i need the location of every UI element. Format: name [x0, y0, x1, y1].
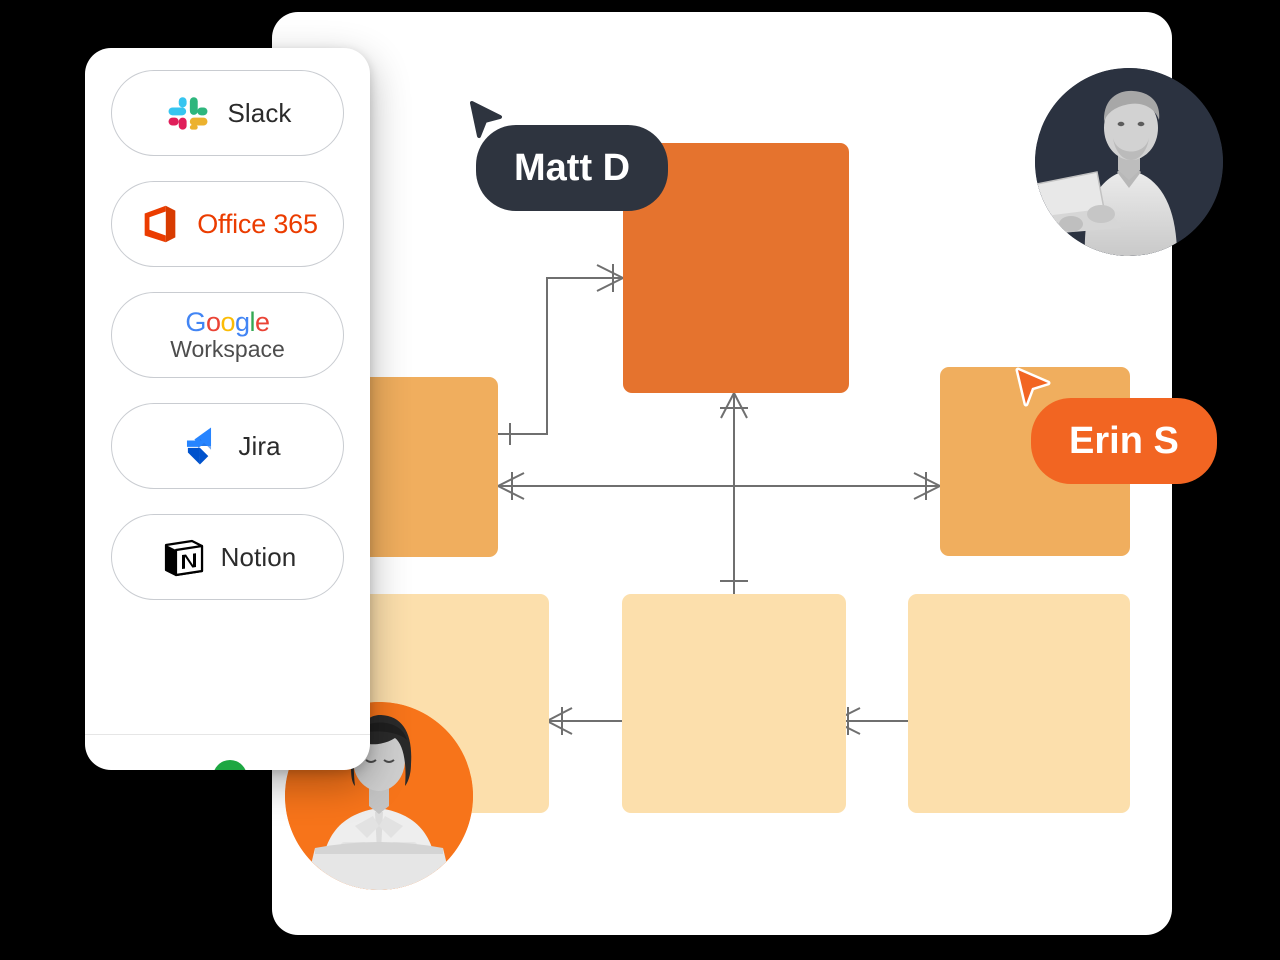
person-with-laptop-photo [1035, 68, 1223, 256]
edge-bottomleft-bottomcenter [546, 707, 622, 735]
check-mark-icon [220, 767, 240, 770]
notion-icon [164, 539, 203, 577]
edge-midleft-midright [497, 472, 941, 500]
office-365-icon [144, 205, 176, 243]
avatar-top-right [1035, 68, 1223, 256]
integration-item-notion[interactable]: Notion [111, 514, 344, 600]
node-bottom-right[interactable] [908, 594, 1130, 813]
check-circle-icon [213, 760, 247, 770]
google-workspace-icon: Google Workspace [170, 307, 285, 362]
cursor-arrow-icon [1015, 367, 1051, 407]
panel-divider [85, 734, 370, 735]
integration-label-office365: Office 365 [197, 208, 318, 239]
node-top-center[interactable] [623, 143, 849, 393]
integration-item-office365[interactable]: Office 365 [111, 181, 344, 267]
integration-label-jira: Jira [238, 431, 281, 461]
edge-midleft-topcenter [498, 264, 624, 445]
edge-topcenter-bottomcenter [720, 392, 748, 606]
cursor-arrow-icon [470, 101, 502, 138]
integration-label-notion: Notion [220, 542, 297, 572]
cursor-label-matt: Matt D [476, 125, 669, 211]
integration-item-slack[interactable]: Slack [111, 70, 344, 156]
integrations-panel[interactable]: Slack Office 365 Google Workspace [85, 48, 370, 770]
cursor-label-erin: Erin S [1031, 398, 1217, 484]
integrations-list: Slack Office 365 Google Workspace [85, 48, 370, 600]
node-bottom-center[interactable] [622, 594, 846, 813]
integration-label-google-workspace: Workspace [170, 336, 285, 362]
integration-item-jira[interactable]: Jira [111, 403, 344, 489]
slack-icon [169, 97, 208, 130]
jira-icon [187, 427, 212, 465]
er-diagram[interactable]: .ln{stroke:#6f6f6f;stroke-width:2;fill:n… [272, 12, 1172, 935]
integration-label-slack: Slack [227, 98, 292, 128]
integration-item-google-workspace[interactable]: Google Workspace [111, 292, 344, 378]
